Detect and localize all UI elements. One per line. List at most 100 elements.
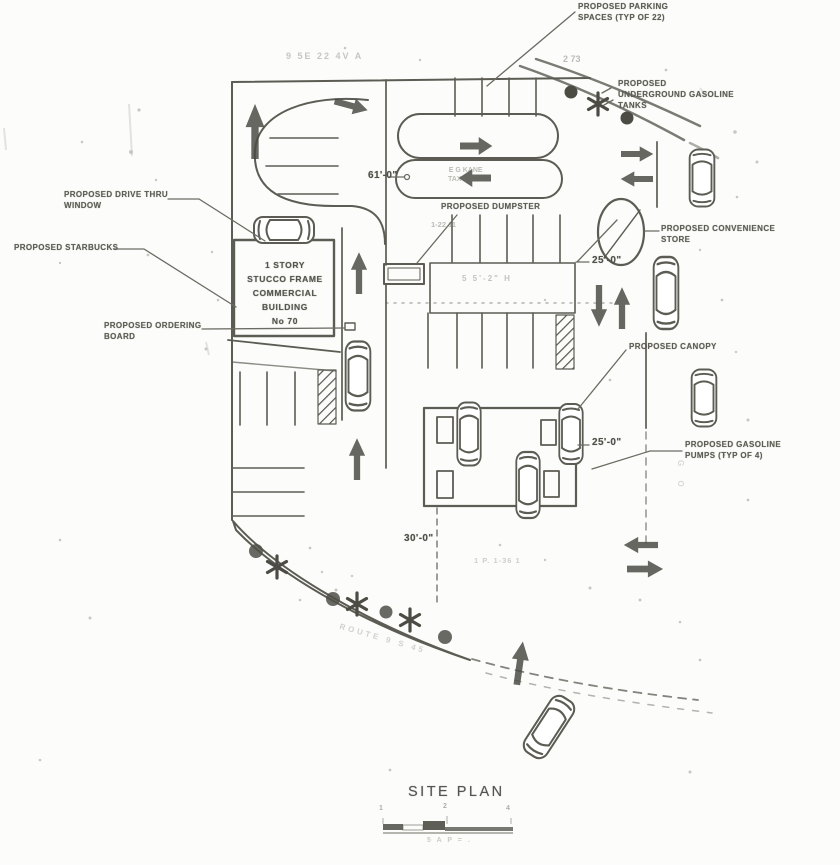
car: [652, 255, 680, 331]
label-line: TANKS: [618, 100, 647, 110]
arrow-right-icon: [627, 560, 664, 578]
label-parking-spaces: PROPOSED PARKING SPACES (TYP OF 22): [578, 2, 668, 24]
dimension-drive-aisle: 61'-0": [368, 170, 398, 181]
ordering-board-marker: [344, 322, 356, 331]
label-drive-thru-window: PROPOSED DRIVE THRU WINDOW: [64, 190, 168, 212]
pump-islands: [436, 416, 560, 499]
label-line: PROPOSED DUMPSTER: [441, 202, 541, 211]
gas-pump: [540, 419, 557, 446]
label-line: SPACES (TYP OF 22): [578, 12, 665, 22]
shrub-icon: [438, 630, 452, 644]
scale-tick-label: 4: [506, 805, 510, 812]
scan-noise: [3, 46, 759, 774]
arrow-down-icon: [590, 285, 608, 327]
label-line: STORE: [661, 234, 691, 244]
dimension-store-setback: 25'-0": [592, 255, 622, 266]
building-label: 1 STORY STUCCO FRAME COMMERCIAL BUILDING…: [238, 258, 332, 328]
arrow-up-icon: [508, 640, 532, 686]
building-label-line: STUCCO FRAME: [247, 274, 323, 285]
survey-mark: 2 73: [563, 54, 581, 64]
arrow-up-icon: [350, 252, 368, 294]
label-line: UNDERGROUND GASOLINE: [618, 89, 735, 99]
dimension-canopy-setback: 25'-0": [592, 437, 622, 448]
label-line: PROPOSED ORDERING: [104, 321, 202, 330]
car: [688, 148, 716, 208]
tank-icon: [564, 85, 578, 99]
arrow-up-icon: [348, 438, 366, 480]
dimension-lines: [388, 173, 618, 607]
car: [344, 340, 372, 412]
convenience-store-outline: [596, 197, 646, 267]
leader-line: [113, 248, 237, 308]
shrub-icon: [379, 605, 393, 619]
car: [456, 401, 482, 467]
label-canopy: PROPOSED CANOPY: [629, 342, 717, 353]
car: [690, 368, 718, 428]
tree-icon: [345, 591, 369, 617]
dumpster-pad: [383, 263, 425, 285]
arrow-up-icon: [613, 287, 631, 329]
car: [519, 691, 579, 763]
label-dumpster: PROPOSED DUMPSTER: [441, 202, 540, 213]
leader-line: [486, 11, 576, 87]
scale-tick-label: 2: [443, 803, 447, 810]
dimension-driveway: 30'-0": [404, 533, 434, 544]
parking-stalls-middle: [385, 214, 615, 370]
label-line: PROPOSED GASOLINE: [685, 440, 782, 449]
margin-note: G O: [676, 460, 685, 493]
label-line: PUMPS (TYP OF 4): [685, 450, 763, 460]
label-underground-tanks: PROPOSED UNDERGROUND GASOLINE TANKS: [618, 79, 734, 111]
building-label-line: 1 STORY: [264, 260, 306, 270]
arrow-right-icon: [460, 137, 493, 155]
note-line: TAX LOT 1: [448, 176, 484, 184]
gas-pump: [436, 416, 454, 444]
scale-bar: [382, 816, 513, 834]
label-starbucks: PROPOSED STARBUCKS: [14, 243, 118, 254]
leader-line: [167, 198, 266, 242]
scale-note: 5 A P = .: [427, 837, 472, 844]
label-line: PROPOSED: [618, 79, 667, 88]
label-line: WINDOW: [64, 200, 102, 210]
aisle-owner-note: E G KANE TAX LOT 1: [448, 166, 483, 184]
sidewalk-hatch: [555, 314, 575, 370]
space-count-note: 5 5'-2" H: [462, 274, 512, 283]
label-ordering-board: PROPOSED ORDERING BOARD: [104, 321, 201, 343]
shrub-icon: [249, 544, 263, 558]
label-line: PROPOSED CONVENIENCE: [661, 224, 776, 233]
sidewalk-hatch: [317, 369, 337, 425]
label-line: BOARD: [104, 331, 136, 341]
tree-icon: [398, 607, 422, 633]
label-line: PROPOSED PARKING: [578, 2, 669, 11]
parking-stalls-top: [454, 77, 537, 117]
note-line: E G KANE: [448, 167, 483, 174]
tank-icon: [620, 111, 634, 125]
label-line: PROPOSED DRIVE THRU: [64, 190, 169, 199]
drive-aisle-ovals: [395, 113, 563, 199]
dimension-line: [575, 219, 618, 263]
canopy: [422, 406, 578, 508]
gas-pump: [436, 470, 454, 499]
car: [515, 450, 541, 520]
parcel-note: 1 P. 1-36 1: [474, 556, 521, 565]
leader-line: [601, 87, 614, 106]
arrow-right-icon: [621, 146, 654, 162]
leader-line: [201, 327, 345, 330]
gas-pump: [543, 470, 560, 498]
drive-thru-lane: [253, 79, 387, 469]
leader-line: [416, 214, 458, 264]
arrow-right-icon: [332, 93, 370, 119]
building-label-line: No 70: [271, 316, 299, 327]
leader-line: [591, 450, 683, 470]
underground-tanks: [564, 85, 634, 125]
building-label-line: COMMERCIAL: [252, 288, 318, 299]
landscape-buffer: [232, 520, 713, 714]
building-label-line: BUILDING: [262, 302, 308, 313]
parking-stalls-bottom-left: [231, 467, 305, 517]
scale-tick-label: 1: [379, 805, 383, 812]
label-line: PROPOSED STARBUCKS: [14, 243, 119, 252]
leader-lines: [113, 11, 683, 470]
cars: [253, 148, 718, 763]
arrow-left-icon: [623, 536, 658, 554]
